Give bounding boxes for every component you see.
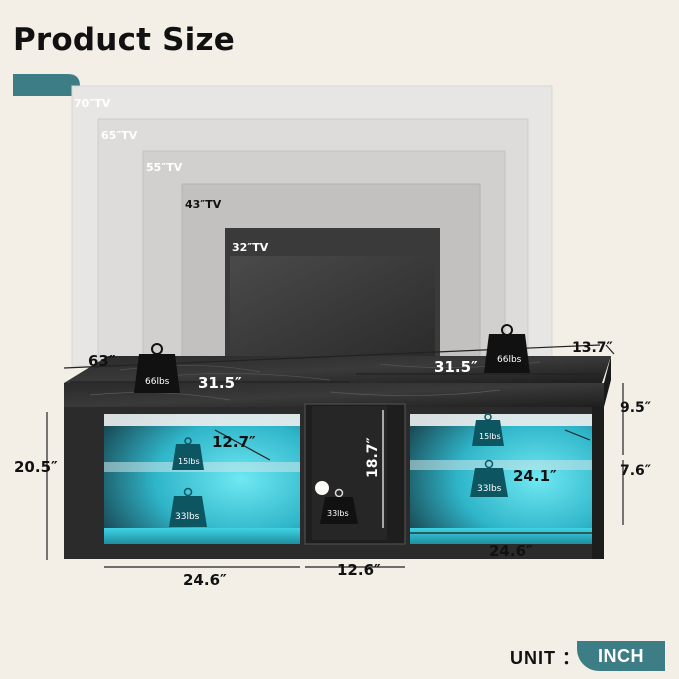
right-glass-shelf xyxy=(410,460,592,470)
dim-height: 20.5″ xyxy=(14,458,58,476)
weight-icon xyxy=(134,343,180,393)
weight-top-left: 66lbs xyxy=(145,377,170,387)
weight-left-lower: 33lbs xyxy=(175,512,200,522)
dim-lower-shelf: 7.6″ xyxy=(620,463,651,479)
page-title: Product Size xyxy=(13,22,235,58)
unit-label: UNIT ： xyxy=(510,648,581,668)
tv-label-55: 55″TV xyxy=(146,161,183,174)
weight-right-lower: 33lbs xyxy=(477,484,502,494)
weight-right-upper: 15lbs xyxy=(479,432,501,441)
dim-depth: 13.7″ xyxy=(572,340,613,356)
weight-icon xyxy=(470,459,508,497)
dim-center-height: 18.7″ xyxy=(365,437,381,478)
weight-icon xyxy=(169,487,207,527)
weight-icon xyxy=(472,413,504,446)
tv-label-43: 43″TV xyxy=(185,198,222,211)
stand-top xyxy=(64,356,611,383)
tv-label-70: 70″TV xyxy=(74,97,111,110)
weight-icon xyxy=(320,488,358,524)
dim-right-width: 24.6″ xyxy=(489,542,533,560)
dim-right-shelf-depth: 24.1″ xyxy=(513,467,557,485)
weight-icon xyxy=(484,324,530,373)
tv-label-32: 32″TV xyxy=(232,241,269,254)
dim-half-right: 31.5″ xyxy=(434,358,478,376)
dim-glass-depth: 12.7″ xyxy=(212,433,256,451)
tv-screen xyxy=(230,256,435,362)
unit-badge: INCH xyxy=(577,641,665,671)
tv-label-65: 65″TV xyxy=(101,129,138,142)
dim-total-width: 63″ xyxy=(88,352,116,370)
dim-half-left: 31.5″ xyxy=(198,374,242,392)
center-lamp xyxy=(315,481,329,495)
weight-icon xyxy=(172,437,204,470)
weight-center: 33lbs xyxy=(327,509,349,518)
title-accent-bar xyxy=(13,74,80,96)
dim-center-width: 12.6″ xyxy=(337,561,381,579)
weight-top-right: 66lbs xyxy=(497,355,522,365)
weight-left-upper: 15lbs xyxy=(178,457,200,466)
dim-upper-shelf: 9.5″ xyxy=(620,400,651,416)
dim-left-width: 24.6″ xyxy=(183,571,227,589)
